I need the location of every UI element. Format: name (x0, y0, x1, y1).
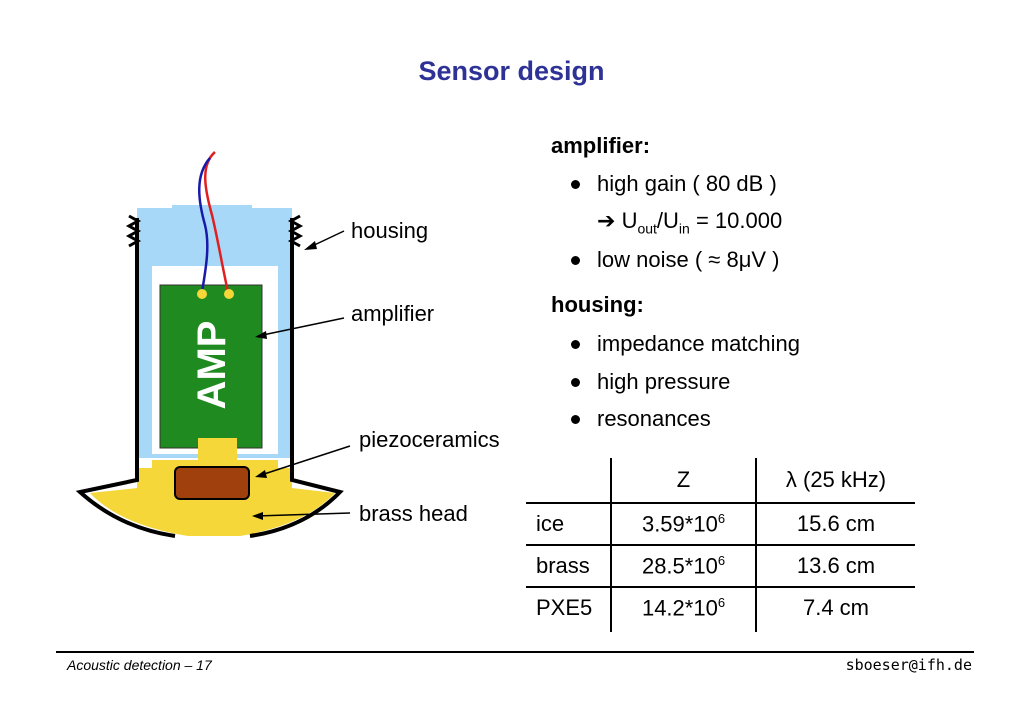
table-row: brass 28.5*106 13.6 cm (526, 544, 915, 587)
pointer-brass-arrowhead (252, 512, 263, 520)
table-row: PXE5 14.2*106 7.4 cm (526, 586, 915, 632)
wire-blue (198, 157, 211, 293)
label-housing: housing (351, 218, 429, 243)
solder-point-right (224, 289, 234, 299)
housing-heading: housing: (551, 292, 644, 317)
impedance-cell: 28.5*106 (610, 544, 756, 587)
bullet-text: resonances (597, 406, 711, 431)
right-arrow-icon: ➔ (597, 208, 616, 233)
amplifier-heading: amplifier: (551, 133, 651, 158)
bullet-resonances: resonances (571, 406, 711, 432)
bullet-dot (571, 179, 580, 189)
footer-divider (56, 651, 974, 653)
ratio-u: U (621, 208, 638, 233)
bullet-dot (571, 255, 580, 265)
pointer-housing-arrowhead (304, 241, 317, 250)
bullet-dot (571, 414, 580, 424)
pointer-piezo-arrowhead (255, 470, 267, 478)
table-header-cell: Z (610, 458, 756, 503)
material-table: Z λ (25 kHz) ice 3.59*106 15.6 cm brass … (526, 458, 915, 632)
bullet-pressure: high pressure (571, 369, 730, 395)
piezoceramic-disk (174, 466, 250, 500)
housing-outline (75, 218, 344, 538)
material-cell: PXE5 (526, 586, 611, 632)
housing-thread-left (125, 214, 142, 248)
gain-ratio-line: ➔ Uout/Uin = 10.000 (597, 208, 782, 236)
bullet-dot (571, 377, 580, 387)
ratio-value: = 10.000 (689, 208, 783, 233)
solder-point-left (197, 289, 207, 299)
pointer-amplifier-arrowhead (255, 331, 267, 339)
footer-slide-label: Acoustic detection – 17 (67, 657, 212, 673)
footer-email[interactable]: sboeser@ifh.de (845, 656, 972, 674)
bullet-impedance: impedance matching (571, 331, 800, 357)
material-cell: brass (526, 544, 611, 587)
amplifier-board (159, 284, 263, 449)
amp-label: AMP (190, 321, 234, 410)
ratio-sub-in: in (678, 220, 690, 237)
table-header-row: Z λ (25 kHz) (526, 458, 915, 503)
pointer-brass (255, 512, 351, 517)
table-header-cell (526, 458, 611, 503)
table-header-cell: λ (25 kHz) (755, 458, 915, 503)
impedance-cell: 14.2*106 (610, 586, 756, 632)
label-piezoceramics: piezoceramics (359, 427, 500, 452)
wavelength-cell: 13.6 cm (755, 544, 915, 587)
slide-title: Sensor design (418, 56, 605, 86)
wire-red (204, 151, 230, 293)
ratio-slash: /U (656, 208, 679, 233)
ratio-sub-out: out (637, 220, 657, 237)
pointer-piezo (257, 445, 351, 477)
bullet-dot (571, 339, 580, 349)
label-amplifier: amplifier (351, 301, 435, 326)
wavelength-cell: 7.4 cm (755, 586, 915, 632)
bullet-text: low noise ( ≈ 8μV ) (597, 247, 780, 272)
bullet-high-gain: high gain ( 80 dB ) (571, 171, 777, 197)
bullet-text: impedance matching (597, 331, 801, 356)
label-brass-head: brass head (359, 501, 468, 526)
impedance-cell: 3.59*106 (610, 502, 756, 545)
bullet-text: high gain ( 80 dB ) (597, 171, 777, 196)
wavelength-cell: 15.6 cm (755, 502, 915, 545)
housing-thread-right (287, 214, 304, 248)
material-cell: ice (526, 502, 611, 545)
pointer-amplifier (257, 317, 345, 337)
bullet-low-noise: low noise ( ≈ 8μV ) (571, 247, 779, 273)
bullet-text: high pressure (597, 369, 731, 394)
table-row: ice 3.59*106 15.6 cm (526, 502, 915, 545)
